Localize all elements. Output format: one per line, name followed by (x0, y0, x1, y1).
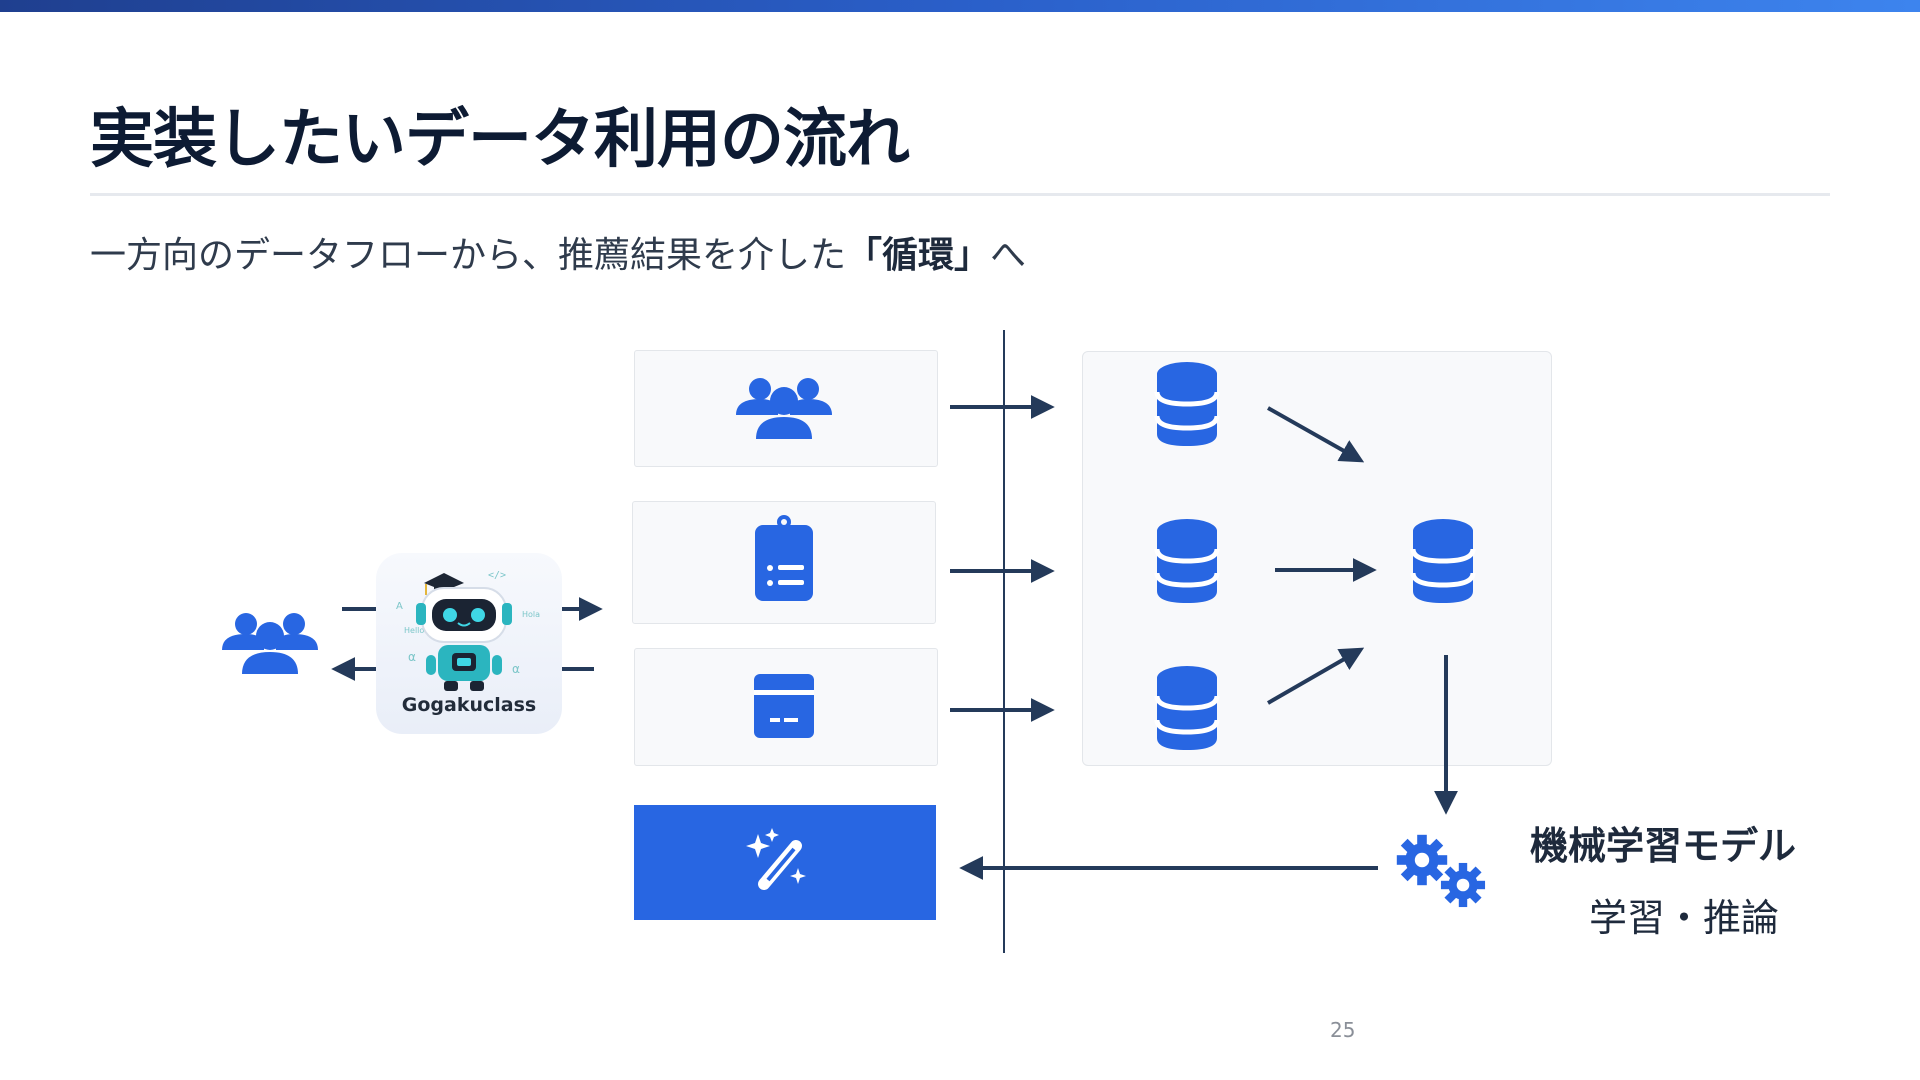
database-icon (1157, 519, 1217, 603)
gears-icon (1396, 834, 1486, 908)
subtitle-suffix: へ (990, 235, 1027, 276)
top-accent-bar (0, 0, 1920, 12)
page-title: 実装したいデータ利用の流れ (90, 103, 910, 177)
svg-text:</>: </> (488, 570, 506, 581)
app-card: </> A Hello Hola α α (376, 553, 562, 734)
svg-text:A: A (396, 601, 403, 612)
svg-text:Hello: Hello (404, 626, 424, 635)
page-number: 25 (1330, 1018, 1356, 1042)
database-icon (1157, 666, 1217, 750)
magic-wand-icon (746, 828, 806, 890)
subtitle-prefix: 一方向のデータフローから、推薦結果を介した (90, 235, 847, 276)
ml-model-title: 機械学習モデル (1530, 824, 1797, 868)
title-divider (90, 193, 1830, 196)
database-icon (1413, 519, 1473, 603)
users-icon (222, 613, 318, 674)
app-name-label: Gogakuclass (401, 694, 537, 716)
svg-text:α: α (408, 650, 416, 664)
clipboard-list-icon (755, 515, 813, 601)
id-card-icon (754, 674, 814, 738)
subtitle-emphasis: 「循環」 (846, 235, 991, 276)
page-subtitle: 一方向のデータフローから、推薦結果を介した「循環」へ (90, 226, 1026, 278)
database-icon (1157, 362, 1217, 446)
boundary-line (1003, 330, 1005, 953)
robot-mascot-icon: </> A Hello Hola α α (396, 570, 540, 691)
arrow-db1-to-warehouse (1267, 406, 1365, 463)
ml-model-subtitle: 学習・推論 (1589, 896, 1780, 940)
users-icon (736, 378, 832, 439)
arrow-db3-to-warehouse (1267, 647, 1365, 705)
svg-text:α: α (512, 662, 520, 676)
svg-text:Hola: Hola (522, 610, 540, 619)
